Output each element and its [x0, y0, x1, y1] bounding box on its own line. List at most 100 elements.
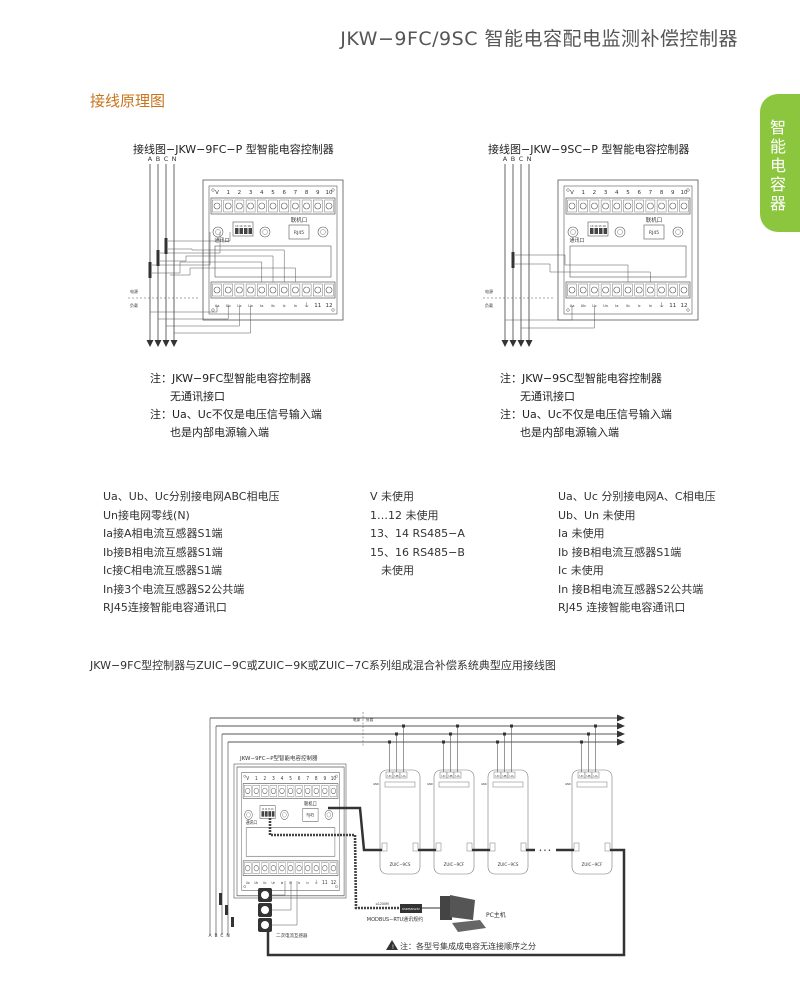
terminal-label: In [306, 881, 309, 885]
terminal [656, 199, 667, 213]
terminal [286, 785, 295, 797]
terminal-label: 6 [637, 190, 641, 196]
module-input-label: UA [401, 774, 406, 778]
terminal-screw-icon [669, 202, 677, 210]
screw-icon [686, 188, 690, 192]
terminal [245, 283, 256, 297]
terminal-label: 11 [669, 303, 676, 309]
terminal-screw-icon [245, 787, 251, 794]
terminal-screw-icon [602, 202, 609, 210]
terminal-screw-icon [247, 202, 254, 210]
terminal-label: 11 [314, 303, 321, 309]
voltage-wire [158, 306, 229, 320]
current-transformer-icon [511, 252, 515, 268]
terminal-screw-icon [613, 286, 621, 294]
module-port-in [381, 842, 388, 852]
module-port-in [489, 842, 496, 852]
load-label: 负载 [366, 717, 374, 722]
module-port-in [435, 842, 442, 852]
knob-icon [675, 229, 681, 235]
terminal-label: 1 [226, 190, 230, 196]
comm-pin [248, 228, 252, 234]
side-tab[interactable]: 智能电容器 [760, 94, 800, 232]
pc-label: PC主机 [486, 911, 506, 919]
terminal [304, 785, 312, 797]
phase-label-C: C [220, 933, 223, 939]
terminal-screw-icon [253, 865, 259, 872]
terminal [286, 862, 295, 874]
terminal-screw-icon [330, 787, 336, 794]
terminal [612, 283, 622, 297]
terminal [234, 199, 245, 213]
terminal-label: ⏚ [659, 302, 665, 309]
terminal [312, 862, 320, 874]
phase-label-A: A [503, 155, 508, 163]
terminal-screw-icon [280, 202, 288, 210]
terminal-screw-icon [303, 286, 310, 294]
terminal [290, 199, 301, 213]
arrow-icon [617, 730, 625, 738]
ct-common-wire [170, 267, 296, 282]
capacitor-module [571, 769, 613, 875]
terminal-screw-icon [669, 286, 677, 294]
terminal-label: 2 [264, 776, 267, 783]
module-input-label: UC [441, 774, 445, 778]
terminal [645, 199, 656, 213]
ct-wire [152, 232, 211, 266]
terminal-screw-icon [680, 286, 688, 294]
terminal-label: 10 [326, 190, 333, 196]
terminal-label: 12 [326, 303, 333, 309]
terminal [252, 862, 260, 874]
terminal-label: Un [272, 881, 276, 885]
ct-wire [168, 248, 285, 282]
ct-wire [160, 232, 221, 254]
phase-label-B: B [511, 155, 515, 163]
knob-icon [215, 229, 221, 235]
terminal [268, 283, 278, 297]
ct-primary-icon [219, 893, 222, 905]
terminal [612, 199, 622, 213]
knob-icon [614, 226, 626, 238]
terminal-label: 9 [323, 776, 326, 783]
pc-keyboard-icon [452, 920, 486, 932]
comm-pin [261, 811, 265, 817]
module-input-label: UB [586, 774, 590, 778]
rj45-label: RJ45 [294, 230, 304, 236]
terminal-screw-icon [224, 286, 232, 294]
terminal-label: Ia [260, 304, 263, 308]
terminal [295, 785, 303, 797]
pc-tower-icon [440, 896, 452, 920]
terminal [244, 862, 252, 874]
terminal-label: 8 [315, 776, 318, 783]
rj45-label: RJ45 [307, 812, 315, 817]
terminal-screw-icon [314, 286, 322, 294]
arrow-icon [525, 340, 533, 347]
terminal-label: Ic [638, 304, 641, 308]
arrow-icon [170, 340, 178, 347]
screw-icon [331, 308, 335, 312]
comm-pin-label: 13 14 15 16 [590, 224, 606, 228]
terminal [212, 283, 222, 297]
comm-pin [268, 811, 272, 817]
warning-mark: ! [392, 944, 394, 951]
module-input-label: UB [502, 774, 506, 778]
terminal-screw-icon [253, 787, 259, 794]
terminal [578, 199, 588, 213]
terminal-screw-icon [262, 865, 268, 872]
terminal-label: 3 [604, 190, 608, 196]
terminal [623, 199, 633, 213]
arrow-icon [154, 340, 162, 347]
junction [580, 740, 583, 744]
ct-wire [515, 263, 651, 282]
terminal-screw-icon [258, 202, 266, 210]
system-diagram-title: JKW−9FC型控制器与ZUIC−9C或ZUIC−9K或ZUIC−7C系列组成混… [90, 659, 556, 672]
terminal [578, 283, 588, 297]
link-port-label: 联机口 [646, 216, 663, 224]
comm-pin [590, 228, 594, 234]
terminal [301, 199, 312, 213]
knob-icon [317, 226, 329, 238]
rj45-port [643, 224, 665, 240]
terminal [329, 862, 337, 874]
terminal-label: 3 [272, 776, 275, 783]
junction [449, 732, 452, 736]
